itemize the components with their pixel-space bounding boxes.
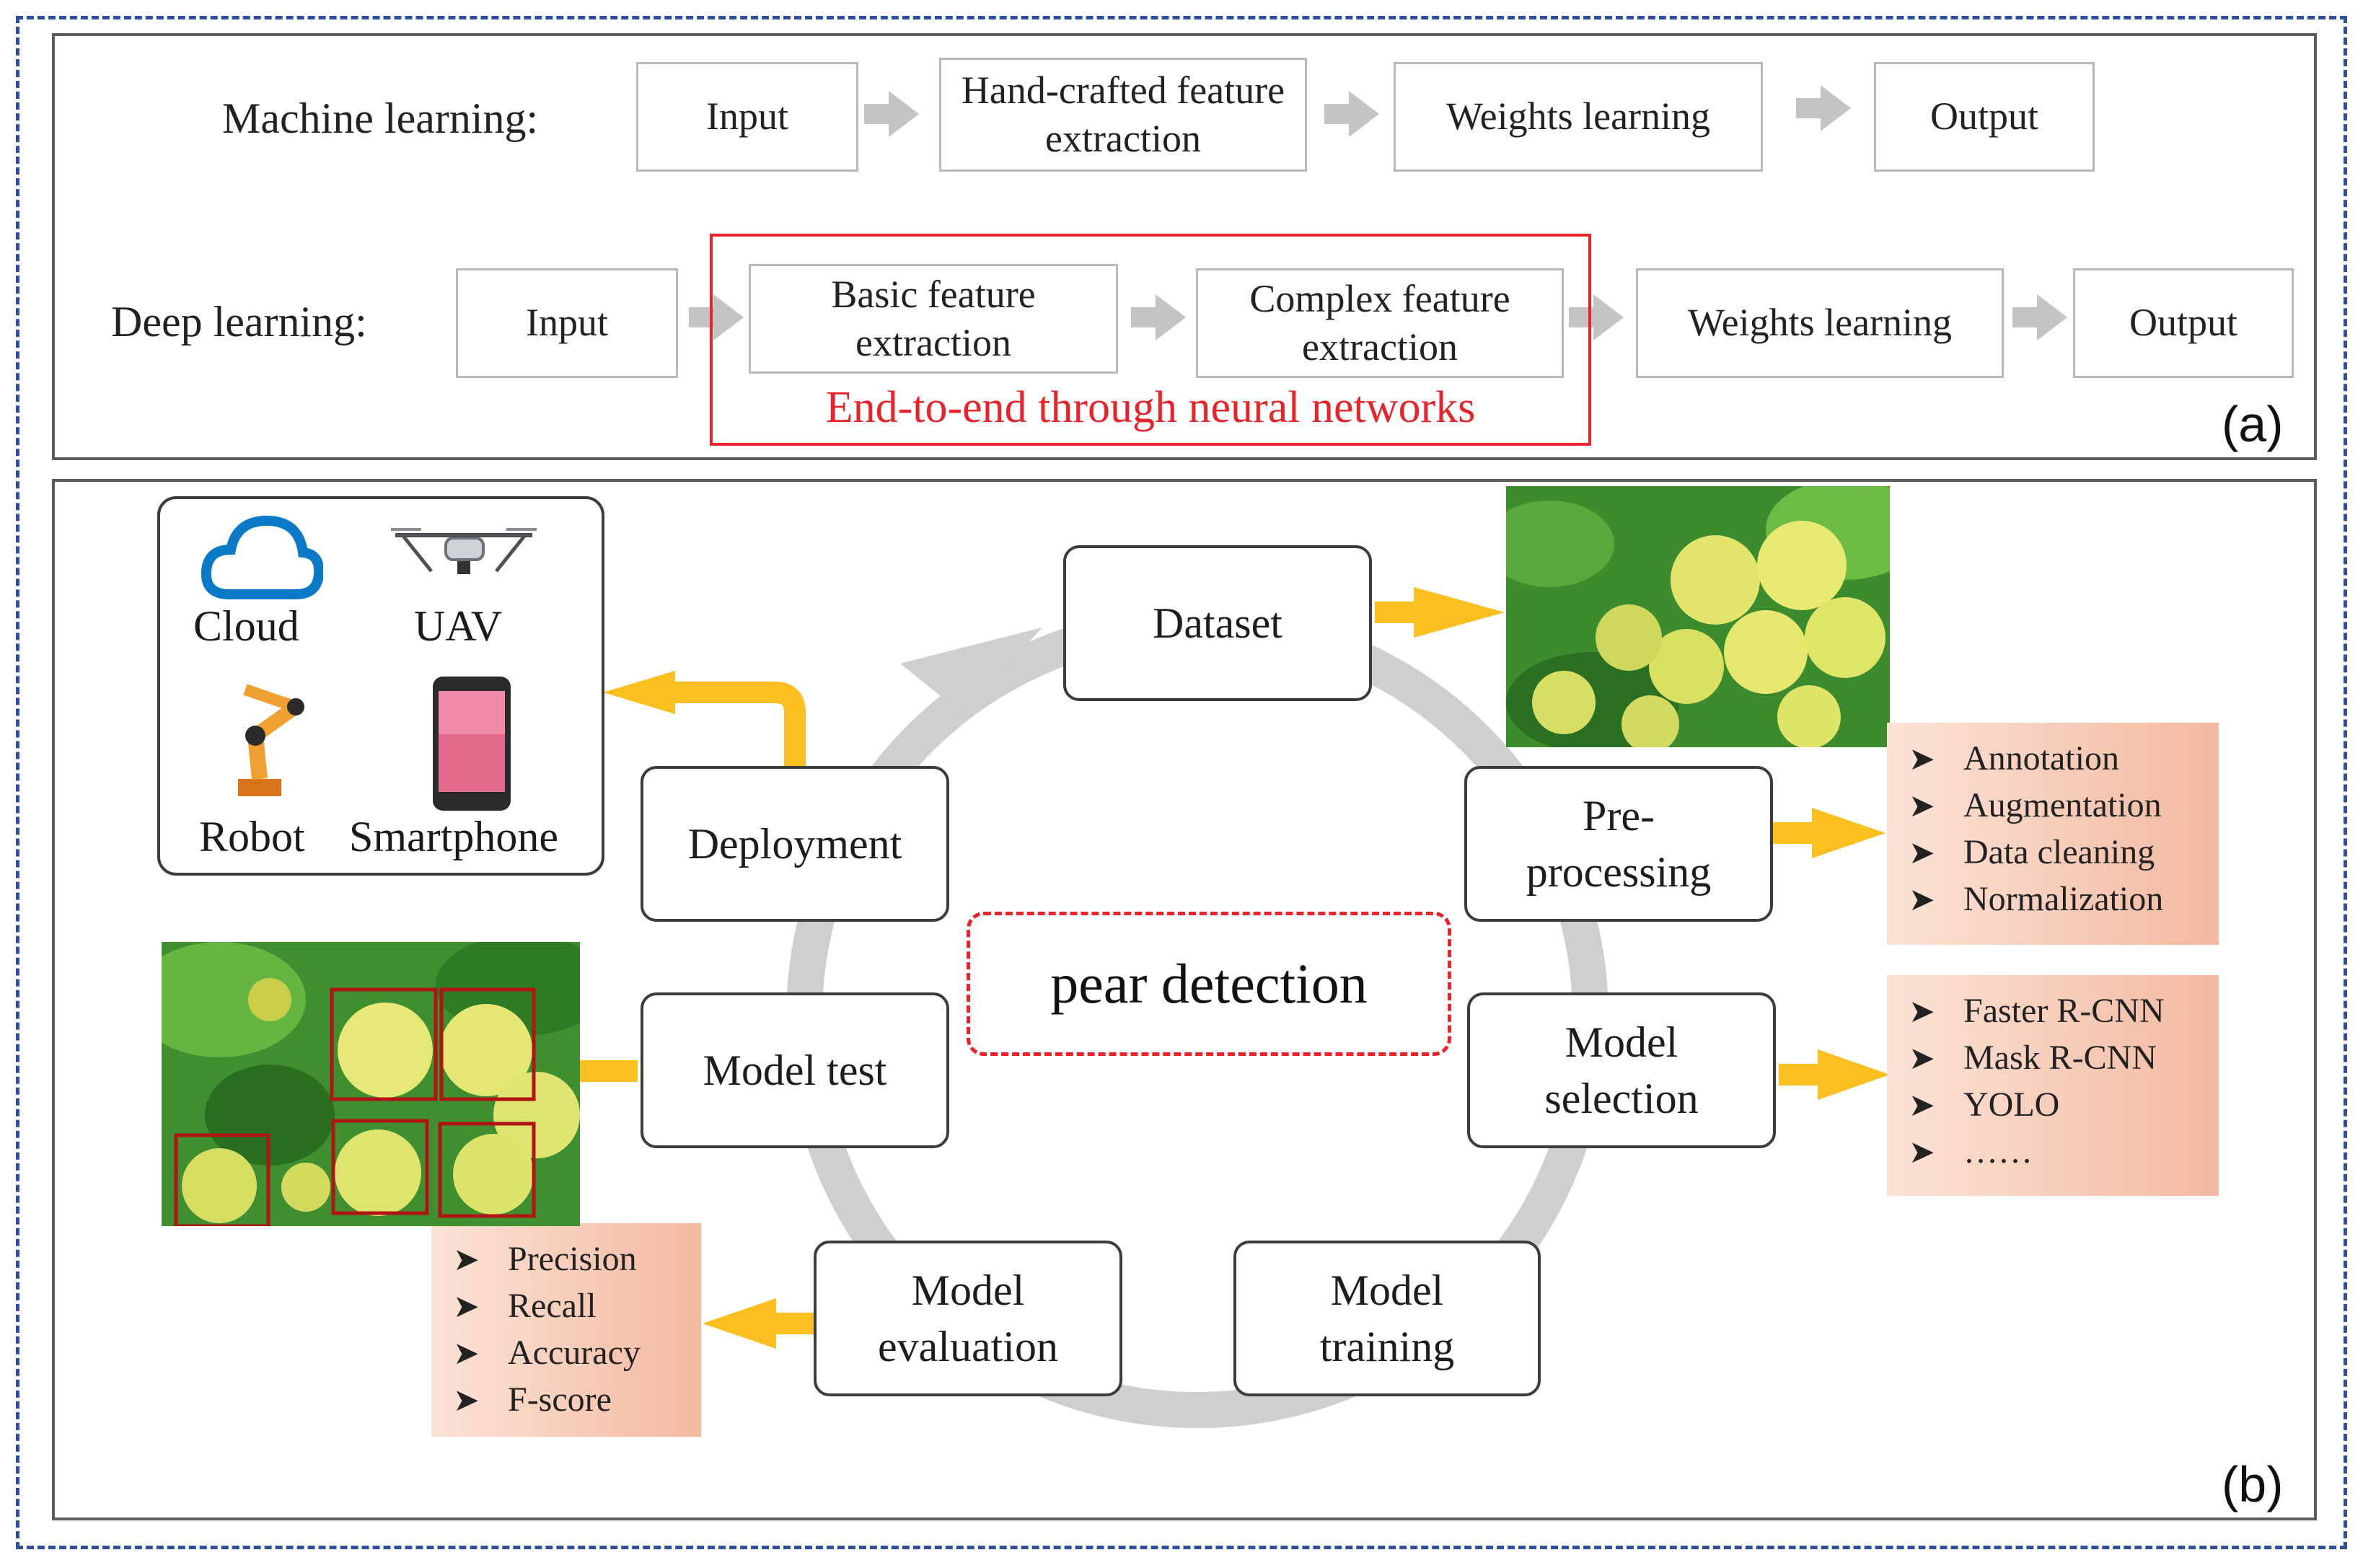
pear-tree-photo [1506, 486, 1890, 747]
node-preprocessing[interactable]: Pre-processing [1464, 766, 1773, 922]
panel-a-label: (a) [2222, 396, 2284, 452]
list-item: ➤Precision [453, 1240, 637, 1278]
preprocessing-list: ➤Annotation ➤Augmentation ➤Data cleaning… [1887, 723, 2219, 945]
center-label: pear detection [1050, 952, 1368, 1015]
model-list: ➤Faster R-CNN ➤Mask R-CNN ➤YOLO ➤…… [1887, 975, 2219, 1196]
node-deployment[interactable]: Deployment [641, 766, 949, 922]
list-item: ➤Normalization [1909, 880, 2164, 918]
panel-b-label: (b) [2222, 1456, 2284, 1512]
dl-step-complex-feature: Complex feature extraction [1196, 268, 1564, 378]
dl-row-label: Deep learning: [111, 298, 367, 345]
cycle-arrowhead-icon [900, 627, 1042, 714]
list-item: ➤…… [1909, 1132, 2033, 1171]
dl-step-output: Output [2073, 268, 2294, 378]
list-item: ➤Recall [453, 1287, 597, 1325]
dl-step-basic-feature: Basic feature extraction [749, 264, 1118, 374]
device-label-uav: UAV [414, 602, 503, 650]
pear-detection-photo [162, 942, 580, 1226]
end-to-end-highlight [710, 234, 1591, 446]
ml-step-feature-extraction: Hand-crafted feature extraction [939, 58, 1307, 172]
device-label-smartphone: Smartphone [349, 813, 558, 860]
device-panel [157, 496, 604, 876]
uav-icon [391, 528, 537, 574]
outer-dashed-frame [16, 16, 2347, 1549]
device-label-cloud: Cloud [193, 602, 299, 650]
ml-step-weights-learning: Weights learning [1394, 62, 1763, 172]
robot-arm-icon [238, 684, 304, 796]
list-item: ➤YOLO [1909, 1085, 2060, 1124]
list-item: ➤Mask R-CNN [1909, 1039, 2157, 1077]
smartphone-icon [433, 677, 511, 811]
ml-step-input: Input [636, 62, 858, 172]
node-model-test[interactable]: Model test [641, 992, 949, 1148]
list-item: ➤Data cleaning [1909, 833, 2155, 871]
center-label-box: pear detection [967, 912, 1451, 1056]
node-dataset[interactable]: Dataset [1063, 545, 1372, 701]
end-to-end-caption: End-to-end through neural networks [825, 383, 1476, 432]
ml-step-output: Output [1874, 62, 2095, 172]
device-label-robot: Robot [199, 813, 305, 860]
list-item: ➤Faster R-CNN [1909, 992, 2165, 1030]
ml-row-label: Machine learning: [222, 94, 539, 142]
list-item: ➤Accuracy [453, 1334, 641, 1372]
list-item: ➤Annotation [1909, 739, 2119, 778]
dl-step-weights-learning: Weights learning [1636, 268, 2004, 378]
dl-step-input: Input [456, 268, 678, 378]
evaluation-list: ➤Precision ➤Recall ➤Accuracy ➤F-score [431, 1223, 701, 1437]
cloud-icon [201, 515, 323, 599]
list-item: ➤Augmentation [1909, 786, 2162, 824]
list-item: ➤F-score [453, 1380, 612, 1419]
